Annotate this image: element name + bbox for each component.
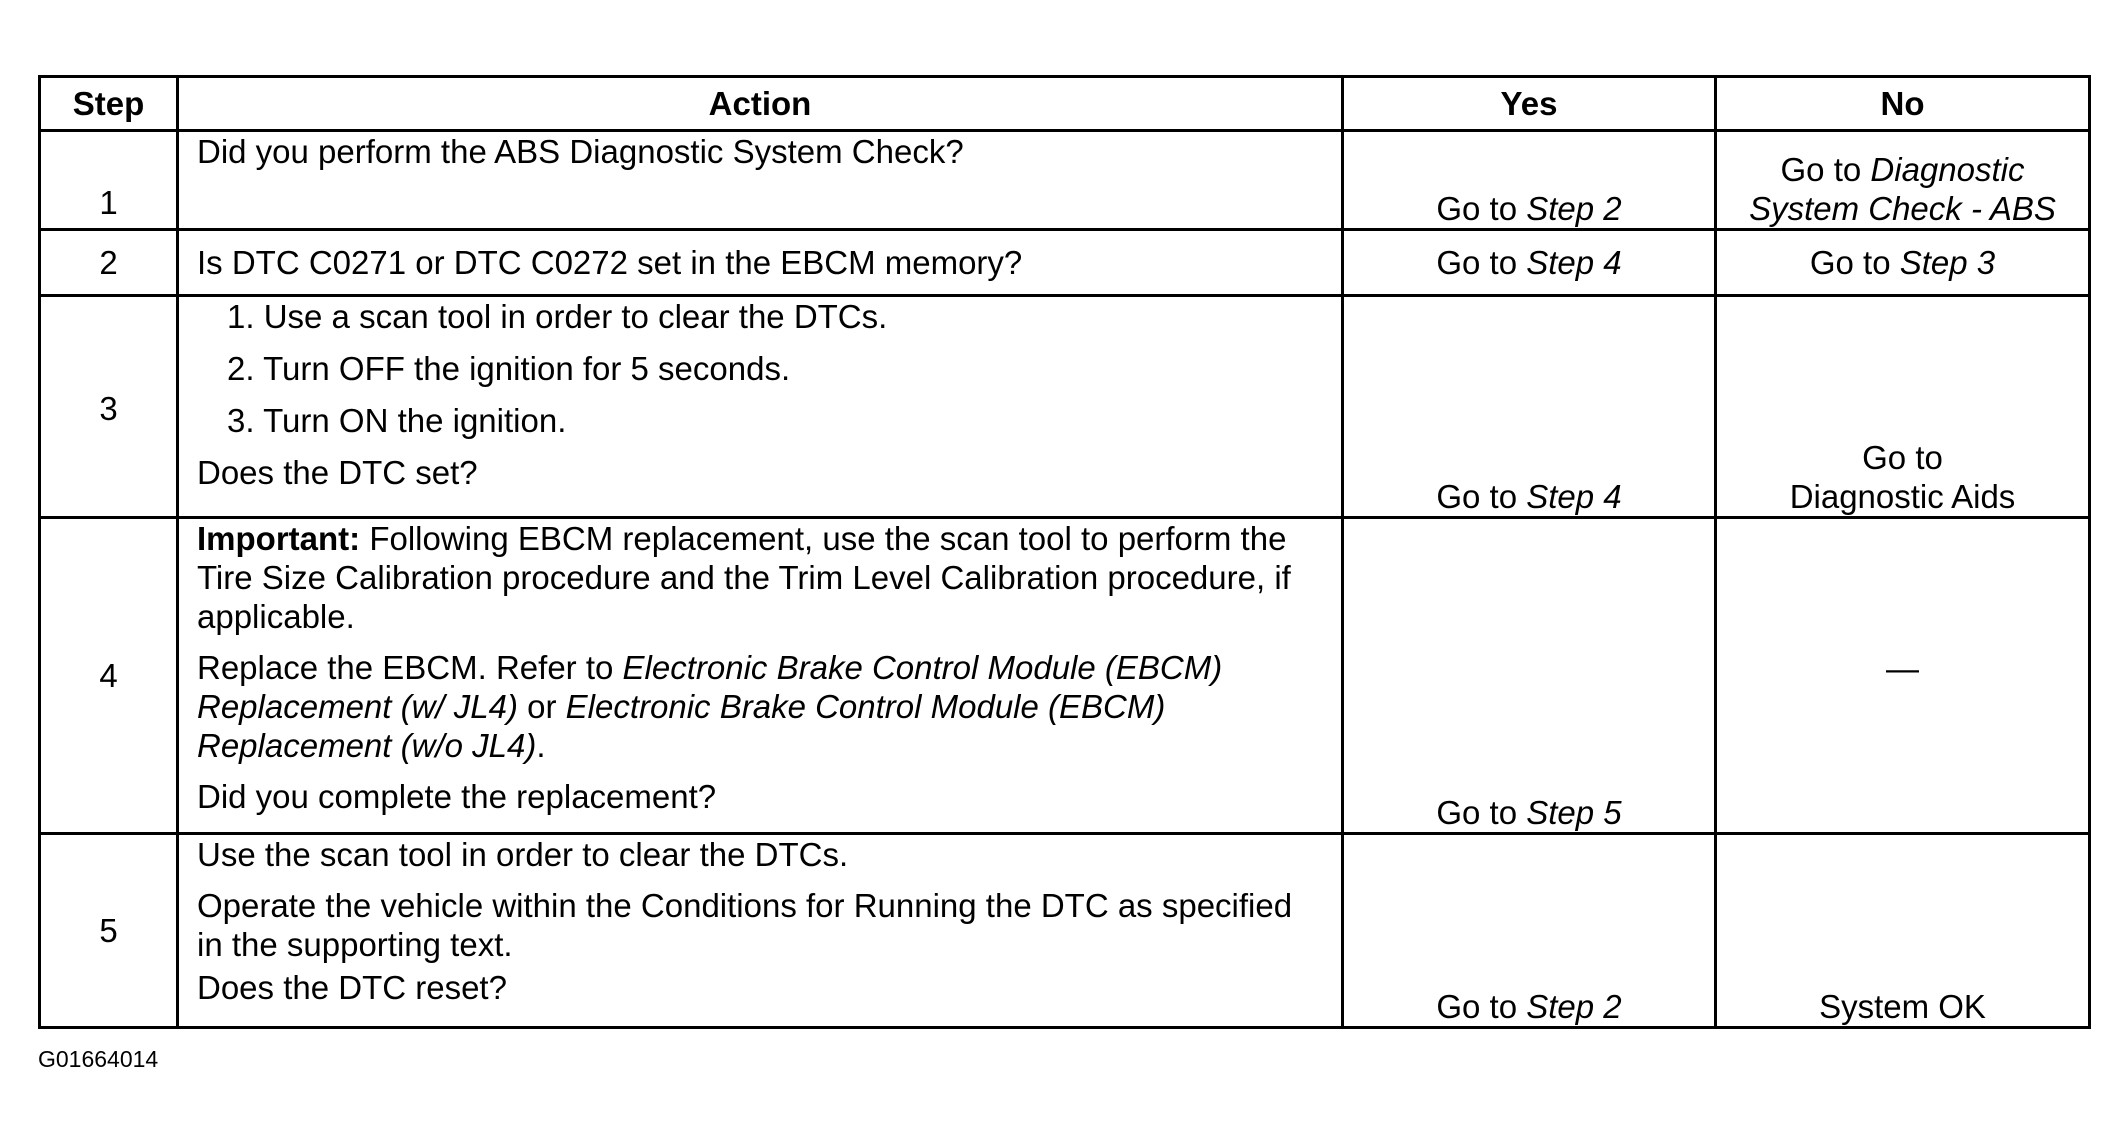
yes-prefix: Go to	[1436, 988, 1518, 1025]
action-cell: Use the scan tool in order to clear the …	[176, 832, 1344, 1029]
header-action: Action	[176, 75, 1344, 132]
action-list-item: 2. Turn OFF the ignition for 5 seconds.	[227, 350, 791, 387]
action-cell: Important: Following EBCM replacement, u…	[176, 516, 1344, 835]
important-label: Important:	[197, 520, 361, 557]
action-question: Does the DTC reset?	[197, 969, 507, 1006]
header-row: Step Action Yes No	[38, 75, 2091, 132]
replace-instruction: Replace the EBCM. Refer to Electronic Br…	[197, 649, 1223, 764]
no-link-line2: System Check - ABS	[1749, 190, 2056, 227]
no-prefix: Go to	[1809, 244, 1891, 281]
yes-cell: Go to Step 5	[1341, 516, 1717, 835]
step-number: 2	[38, 228, 179, 297]
ebcm-replacement-ref-jl4[interactable]: Electronic Brake Control Module (EBCM) R…	[197, 649, 1223, 725]
yes-step-link[interactable]: Step 4	[1526, 478, 1622, 515]
yes-prefix: Go to	[1436, 190, 1518, 227]
table-row: 5 Use the scan tool in order to clear th…	[38, 832, 2091, 1029]
no-cell: Go to Step 3	[1714, 228, 2091, 297]
no-line1: Go to	[1862, 439, 1943, 476]
yes-cell: Go to Step 2	[1341, 832, 1717, 1029]
header-step: Step	[38, 75, 179, 132]
yes-step-link[interactable]: Step 4	[1526, 244, 1622, 281]
step-number: 1	[38, 129, 179, 231]
action-line: Use the scan tool in order to clear the …	[197, 836, 849, 873]
no-cell: System OK	[1714, 832, 2091, 1029]
important-text: Following EBCM replacement, use the scan…	[197, 520, 1291, 635]
step-number: 3	[38, 294, 179, 519]
table-row: 1 Did you perform the ABS Diagnostic Sys…	[38, 129, 2091, 231]
important-note: Important: Following EBCM replacement, u…	[197, 519, 1323, 636]
table-row: 4 Important: Following EBCM replacement,…	[38, 516, 2091, 835]
yes-cell: Go to Step 4	[1341, 228, 1717, 297]
yes-step-link[interactable]: Step 2	[1526, 190, 1622, 227]
header-yes: Yes	[1341, 75, 1717, 132]
step-number: 5	[38, 832, 179, 1029]
table-row: 2 Is DTC C0271 or DTC C0272 set in the E…	[38, 228, 2091, 297]
yes-prefix: Go to	[1436, 794, 1518, 831]
yes-step-link[interactable]: Step 2	[1526, 988, 1622, 1025]
diagnostic-table: Step Action Yes No 1 Did you perform the…	[38, 75, 2091, 1029]
action-list-item: 1. Use a scan tool in order to clear the…	[227, 298, 888, 335]
action-question: Is DTC C0271 or DTC C0272 set in the EBC…	[197, 244, 1023, 281]
no-line2: Diagnostic Aids	[1789, 478, 2016, 515]
yes-cell: Go to Step 4	[1341, 294, 1717, 519]
header-no: No	[1714, 75, 2091, 132]
yes-cell: Go to Step 2	[1341, 129, 1717, 231]
action-cell: Did you perform the ABS Diagnostic Syste…	[176, 129, 1344, 231]
action-question: Did you complete the replacement?	[197, 778, 717, 815]
yes-step-link[interactable]: Step 5	[1526, 794, 1622, 831]
step-number: 4	[38, 516, 179, 835]
action-cell: 1. Use a scan tool in order to clear the…	[176, 294, 1344, 519]
action-question: Did you perform the ABS Diagnostic Syste…	[197, 133, 964, 170]
yes-prefix: Go to	[1436, 478, 1518, 515]
no-cell: —	[1714, 516, 2091, 835]
no-prefix: Go to	[1780, 151, 1862, 188]
table-row: 3 1. Use a scan tool in order to clear t…	[38, 294, 2091, 519]
no-step-link[interactable]: Step 3	[1899, 244, 1996, 281]
action-question: Does the DTC set?	[197, 454, 478, 491]
yes-prefix: Go to	[1436, 244, 1518, 281]
action-list-item: 3. Turn ON the ignition.	[227, 402, 567, 439]
action-cell: Is DTC C0271 or DTC C0272 set in the EBC…	[176, 228, 1344, 297]
ebcm-replacement-ref-no-jl4[interactable]: Electronic Brake Control Module (EBCM) R…	[197, 688, 1166, 764]
action-line: Operate the vehicle within the Condition…	[197, 887, 1293, 963]
no-link-line1: Diagnostic	[1870, 151, 2025, 188]
figure-id: G01664014	[38, 1046, 159, 1072]
